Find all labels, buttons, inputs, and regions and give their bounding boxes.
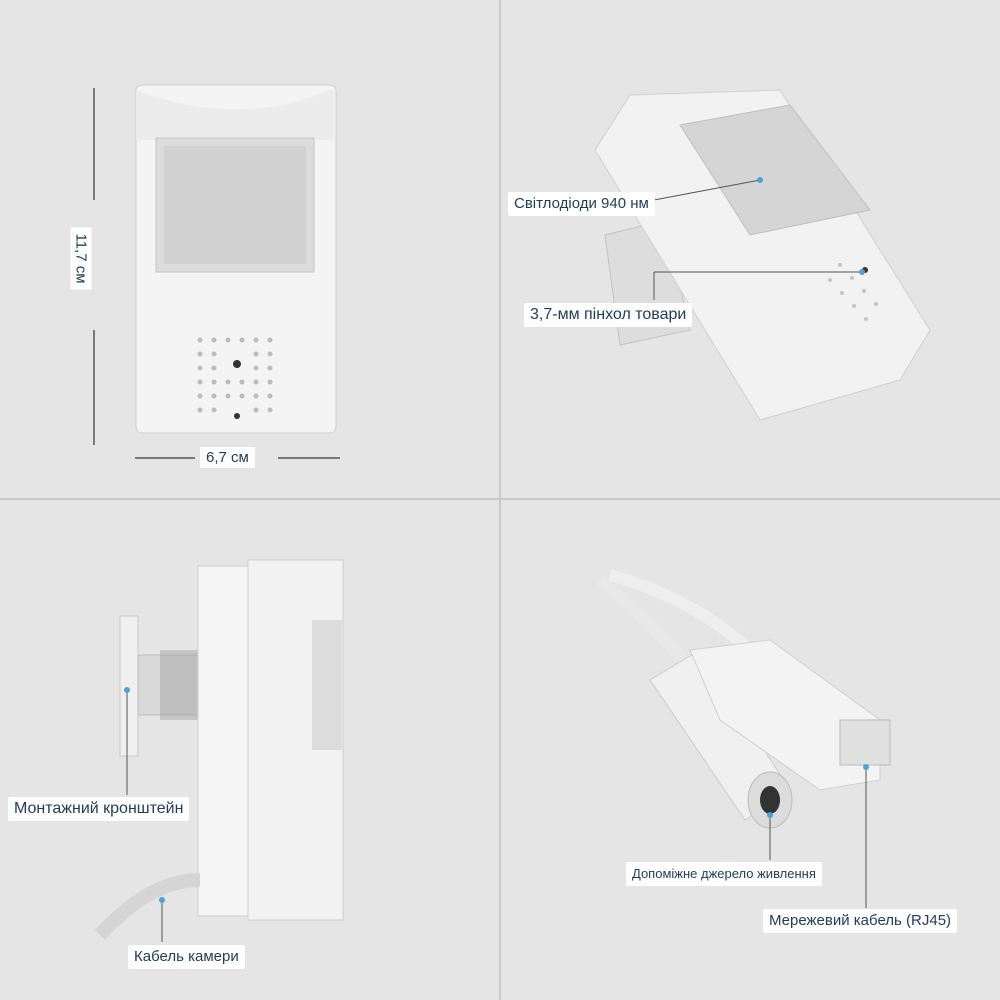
height-dimension-label: 11,7 см (70, 227, 92, 290)
quadrant-divider-vertical (499, 0, 501, 1000)
width-dimension-label: 6,7 см (200, 447, 255, 468)
network-cable-label: Мережевий кабель (RJ45) (763, 909, 958, 933)
cable-connectors-view (596, 569, 891, 908)
bracket-label: Монтажний кронштейн (8, 797, 190, 821)
camera-angled-view (594, 89, 931, 421)
leds-label: Світлодіоди 940 нм (508, 192, 655, 216)
camera-side-view (94, 559, 344, 942)
camera-cable-label: Кабель камери (128, 945, 245, 969)
camera-front-view (93, 84, 340, 459)
aux-power-label: Допоміжне джерело живлення (626, 862, 822, 886)
pinhole-label: 3,7-мм пінхол товари (524, 303, 693, 327)
quadrant-divider-horizontal (0, 498, 1000, 500)
